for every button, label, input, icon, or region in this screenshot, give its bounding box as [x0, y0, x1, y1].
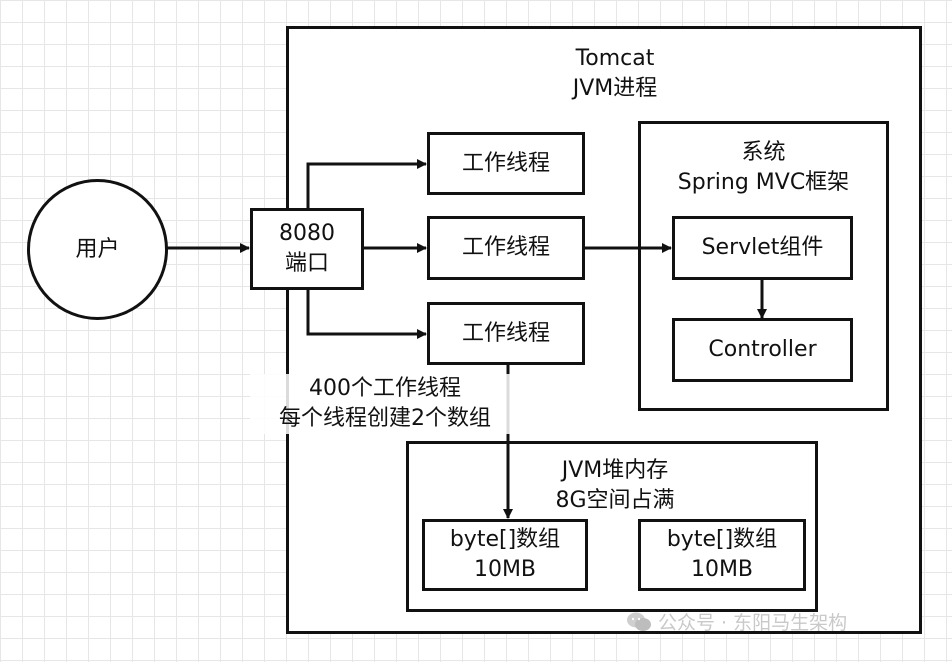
thread-note-line2: 每个线程创建2个数组 [279, 406, 491, 431]
tomcat-title: Tomcat JVM进程 [490, 44, 740, 104]
watermark-text: 公众号 · 东阳马生架构 [658, 612, 848, 634]
watermark: 公众号 · 东阳马生架构 [626, 608, 847, 635]
worker-thread-label: 工作线程 [461, 235, 550, 260]
worker-thread-3: 工作线程 [427, 302, 585, 365]
system-title-line1: 系统 [741, 140, 786, 165]
heap-title-line2: 8G空间占满 [555, 488, 675, 513]
servlet-label: Servlet组件 [701, 235, 824, 260]
worker-thread-label: 工作线程 [461, 150, 550, 176]
wechat-icon [627, 612, 651, 631]
thread-note-line1: 400个工作线程 [309, 376, 461, 401]
byte-array-1: byte[]数组 10MB [422, 519, 588, 591]
byte-array-2: byte[]数组 10MB [638, 519, 806, 591]
heap-title-line1: JVM堆内存 [561, 458, 669, 483]
heap-title: JVM堆内存 8G空间占满 [500, 456, 730, 516]
servlet-component: Servlet组件 [672, 216, 853, 280]
arrow-port-to-worker-1 [306, 159, 427, 208]
arrow-port-to-worker-3 [306, 289, 427, 339]
controller-component: Controller [672, 318, 853, 382]
port-label-line2: 端口 [284, 251, 329, 276]
byte-array-size: 10MB [690, 557, 754, 582]
thread-note: 400个工作线程 每个线程创建2个数组 [250, 374, 520, 434]
port-node: 8080 端口 [250, 208, 364, 290]
worker-thread-label: 工作线程 [461, 320, 550, 346]
byte-array-label: byte[]数组 [449, 527, 561, 552]
worker-thread-2: 工作线程 [427, 216, 585, 280]
user-label: 用户 [75, 236, 120, 262]
tomcat-title-line2: JVM进程 [572, 76, 658, 101]
controller-label: Controller [708, 337, 817, 362]
system-title-line2: Spring MVC框架 [677, 170, 850, 195]
system-title: 系统 Spring MVC框架 [640, 138, 887, 198]
user-node: 用户 [27, 179, 168, 320]
byte-array-label: byte[]数组 [666, 527, 778, 552]
byte-array-size: 10MB [473, 557, 537, 582]
tomcat-title-line1: Tomcat [575, 46, 655, 71]
worker-thread-1: 工作线程 [427, 132, 585, 195]
port-label-line1: 8080 [279, 221, 335, 246]
